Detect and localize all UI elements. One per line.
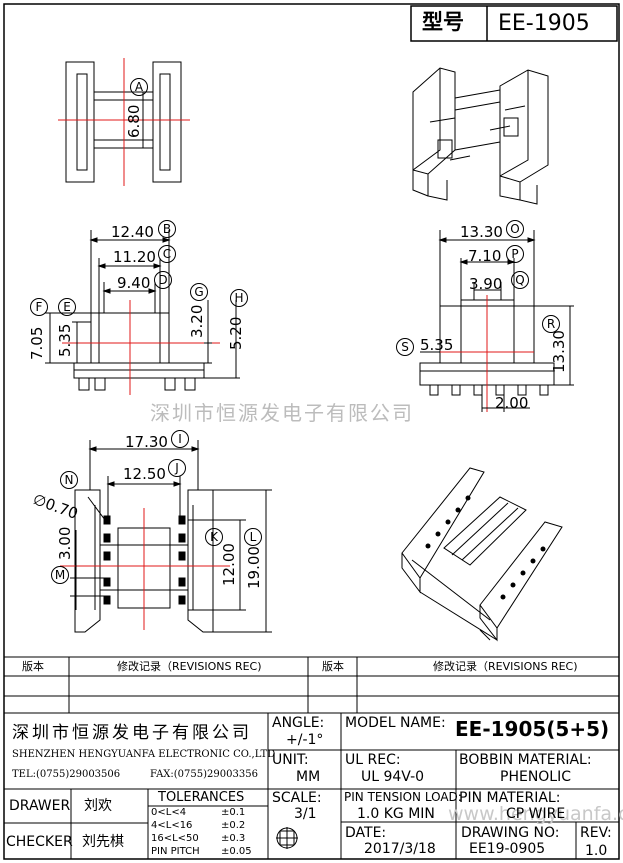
dim-o: 13.30 xyxy=(460,223,503,241)
company-cn: 深圳市恒源发电子有限公司 xyxy=(12,723,252,743)
callout-k: K xyxy=(205,528,223,546)
rev-col-version-1: 版本 xyxy=(22,660,44,673)
unit-value: MM xyxy=(296,769,321,785)
tol-value-1: ±0.2 xyxy=(221,820,246,831)
callout-a: A xyxy=(130,78,148,96)
dim-q: 3.90 xyxy=(469,275,503,293)
projection-symbol xyxy=(276,827,298,849)
callout-n: N xyxy=(60,471,78,489)
iso-view-bottom-linework xyxy=(401,467,563,642)
callout-f: F xyxy=(30,298,48,316)
bobbin-value: PHENOLIC xyxy=(500,769,572,785)
callout-l: L xyxy=(244,528,262,546)
pin-material-label: PIN MATERIAL: xyxy=(459,790,561,806)
dim-d: 9.40 xyxy=(117,274,151,292)
pin-tension-value: 1.0 KG MIN xyxy=(357,806,435,822)
ul-value: UL 94V-0 xyxy=(361,769,425,785)
date-value: 2017/3/18 xyxy=(364,841,436,857)
callout-j: J xyxy=(168,459,186,477)
dim-r: 13.30 xyxy=(550,330,568,373)
dim-pitch: 2.00 xyxy=(495,394,529,412)
date-label: DATE: xyxy=(345,825,387,841)
title-block-lines xyxy=(4,713,619,859)
callout-o: O xyxy=(506,220,524,238)
dim-l: 19.00 xyxy=(245,546,263,589)
tol-value-2: ±0.3 xyxy=(221,833,246,844)
dim-m: 3.00 xyxy=(56,526,74,560)
rev-col-version-2: 版本 xyxy=(322,660,344,673)
front-view-linework xyxy=(45,230,240,395)
drawing-no-label: DRAWING NO: xyxy=(461,825,560,841)
dim-p: 7.10 xyxy=(468,247,502,265)
rev-label: REV: xyxy=(580,825,612,841)
dim-c: 11.20 xyxy=(113,248,156,266)
angle-label: ANGLE: xyxy=(272,715,325,731)
pin-tension-label: PIN TENSION LOAD: xyxy=(344,790,462,804)
model-name-value: EE-1905(5+5) xyxy=(455,717,610,741)
callout-d: D xyxy=(154,271,172,289)
top-view-linework xyxy=(58,58,190,186)
scale-label: SCALE: xyxy=(272,790,322,806)
dim-h: 5.20 xyxy=(227,316,245,350)
tol-range-3: PIN PITCH xyxy=(151,846,200,857)
bottom-view-linework xyxy=(60,440,272,633)
bobbin-label: BOBBIN MATERIAL: xyxy=(459,752,592,768)
drawing-no-value: EE19-0905 xyxy=(469,841,546,857)
iso-view-top-linework xyxy=(412,67,549,205)
angle-value: +/-1° xyxy=(286,732,324,748)
unit-label: UNIT: xyxy=(272,752,309,768)
callout-b: B xyxy=(158,220,176,238)
dim-s: 5.35 xyxy=(420,336,454,354)
watermark-url: www.hengyuanfa.cn xyxy=(448,803,623,825)
callout-e: E xyxy=(58,298,76,316)
rev-col-record-2: 修改记录（REVISIONS REC) xyxy=(433,660,578,673)
callout-s: S xyxy=(396,338,414,356)
checker-label: CHECKER xyxy=(6,834,73,850)
drawer-label: DRAWER xyxy=(9,798,71,814)
scale-value: 3/1 xyxy=(294,806,317,822)
revisions-table-lines xyxy=(4,656,619,714)
checker-value: 刘先棋 xyxy=(82,834,124,850)
rev-value: 1.0 xyxy=(585,843,608,859)
company-fax: FAX:(0755)29003356 xyxy=(150,769,258,780)
dim-g: 3.20 xyxy=(188,304,206,338)
callout-h: H xyxy=(230,289,248,307)
callout-q: Q xyxy=(511,271,529,289)
dim-i: 17.30 xyxy=(125,433,168,451)
dim-j: 12.50 xyxy=(123,465,166,483)
tol-value-0: ±0.1 xyxy=(221,807,246,818)
pin-material-value: CP WIRE xyxy=(506,806,566,822)
side-view-linework xyxy=(419,230,574,412)
callout-i: I xyxy=(171,430,189,448)
company-tel: TEL:(0755)29003506 xyxy=(12,769,121,780)
dim-f: 7.05 xyxy=(28,326,46,360)
watermark-company: 深圳市恒源发电子有限公司 xyxy=(150,401,414,425)
ul-label: UL REC: xyxy=(345,752,401,768)
type-label: 型号 xyxy=(422,10,464,34)
dim-b: 12.40 xyxy=(111,223,154,241)
rev-col-record-1: 修改记录（REVISIONS REC) xyxy=(117,660,262,673)
dim-k: 12.00 xyxy=(220,543,238,586)
dim-a: 6.80 xyxy=(125,104,143,138)
tol-range-0: 0<L<4 xyxy=(151,807,187,818)
company-en: SHENZHEN HENGYUANFA ELECTRONIC CO.,LTD xyxy=(12,749,276,760)
tolerances-label: TOLERANCES xyxy=(158,790,245,805)
dim-e: 5.35 xyxy=(56,323,74,357)
tol-value-3: ±0.05 xyxy=(221,846,252,857)
callout-c: C xyxy=(158,245,176,263)
drawer-value: 刘欢 xyxy=(84,798,112,814)
callout-r: R xyxy=(542,315,560,333)
callout-m: M xyxy=(51,566,69,584)
tol-range-2: 16<L<50 xyxy=(151,833,199,844)
model-name-label: MODEL NAME: xyxy=(345,715,446,731)
tol-range-1: 4<L<16 xyxy=(151,820,193,831)
callout-g: G xyxy=(190,283,208,301)
callout-p: P xyxy=(506,245,524,263)
model-header: EE-1905 xyxy=(498,11,590,36)
